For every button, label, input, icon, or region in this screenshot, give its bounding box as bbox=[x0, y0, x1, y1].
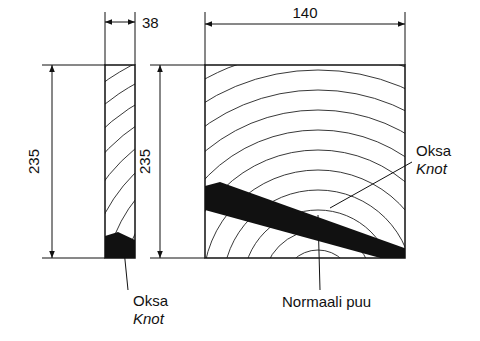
part-name-english: Knot bbox=[416, 161, 447, 176]
growth-ring bbox=[205, 65, 405, 258]
narrow-section bbox=[105, 65, 135, 258]
growth-ring bbox=[105, 65, 135, 258]
growth-ring bbox=[105, 144, 135, 258]
growth-ring bbox=[105, 108, 135, 258]
leader-lines bbox=[124, 162, 412, 290]
growth-ring bbox=[105, 65, 135, 258]
growth-ring bbox=[105, 65, 135, 258]
growth-ring bbox=[105, 65, 135, 258]
dimension-lines bbox=[42, 12, 405, 258]
dimension-label: 140 bbox=[292, 5, 317, 20]
growth-ring bbox=[105, 65, 135, 258]
growth-ring bbox=[205, 65, 405, 258]
wide-section bbox=[205, 65, 405, 258]
dimension-label: 235 bbox=[138, 148, 153, 173]
dimension-label: 235 bbox=[27, 148, 42, 173]
growth-rings bbox=[205, 65, 405, 258]
part-name: Oksa bbox=[416, 143, 451, 158]
growth-rings bbox=[105, 65, 135, 258]
part-name: Oksa bbox=[133, 293, 168, 308]
growth-ring bbox=[205, 90, 405, 258]
knot bbox=[105, 232, 135, 258]
growth-ring bbox=[205, 65, 405, 258]
part-name-english: Knot bbox=[133, 311, 164, 326]
growth-ring bbox=[105, 126, 135, 258]
part-name: Normaali puu bbox=[282, 294, 371, 309]
dimension-label: 38 bbox=[142, 15, 159, 30]
growth-ring bbox=[205, 110, 405, 258]
growth-ring bbox=[205, 70, 405, 258]
growth-ring bbox=[283, 250, 353, 258]
growth-ring bbox=[205, 150, 405, 258]
knot bbox=[205, 182, 405, 258]
growth-ring bbox=[205, 130, 405, 258]
